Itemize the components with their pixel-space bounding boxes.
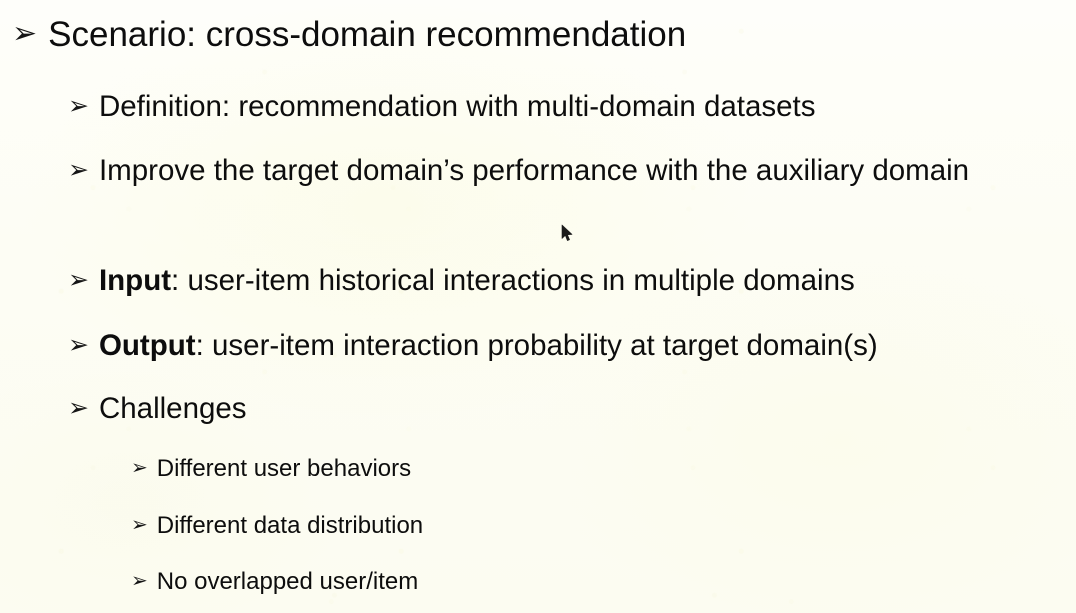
- bullet-text-no-overlapped-user-item: No overlapped user/item: [156, 568, 419, 595]
- bullet-text-challenges: Challenges: [98, 392, 247, 425]
- arrow-bullet-icon: ➢: [131, 570, 148, 592]
- bullet-text-definition: Definition: recommendation with multi-do…: [98, 90, 816, 123]
- bullet-item-different-data-distribution: ➢ Different data distribution: [131, 512, 1031, 540]
- bullet-item-different-user-behaviors: ➢ Different user behaviors: [131, 455, 1031, 483]
- bullet-item-improve: ➢ Improve the target domain’s performanc…: [68, 154, 1053, 189]
- bullet-label-output: Output: [98, 329, 196, 362]
- bullet-text-improve: Improve the target domain’s performance …: [98, 154, 970, 187]
- arrow-bullet-icon: ➢: [131, 514, 148, 536]
- bullet-item-definition: ➢ Definition: recommendation with multi-…: [68, 90, 1060, 125]
- arrow-bullet-icon: ➢: [12, 17, 38, 50]
- bullet-text-output: Output: user-item interaction probabilit…: [99, 329, 1060, 364]
- bullet-body-input: : user-item historical interactions in m…: [171, 264, 855, 297]
- bullet-text-different-data-distribution: Different data distribution: [156, 512, 424, 539]
- bullet-label-input: Input: [98, 264, 172, 297]
- bullet-text-scenario: Scenario: cross-domain recommendation: [48, 15, 687, 54]
- bullet-text-different-user-behaviors: Different user behaviors: [156, 455, 412, 482]
- arrow-bullet-icon: ➢: [68, 92, 89, 120]
- mouse-pointer-icon: [561, 224, 574, 243]
- bullet-item-no-overlapped-user-item: ➢ No overlapped user/item: [131, 568, 1031, 596]
- bullet-item-input: ➢ Input: user-item historical interactio…: [68, 264, 1060, 299]
- arrow-bullet-icon: ➢: [68, 394, 89, 422]
- arrow-bullet-icon: ➢: [68, 266, 89, 294]
- arrow-bullet-icon: ➢: [68, 156, 89, 184]
- arrow-bullet-icon: ➢: [131, 457, 148, 479]
- bullet-item-scenario: ➢ Scenario: cross-domain recommendation: [12, 14, 1062, 55]
- arrow-bullet-icon: ➢: [68, 331, 89, 359]
- bullet-item-output: ➢ Output: user-item interaction probabil…: [68, 329, 1060, 364]
- bullet-body-output: : user-item interaction probability at t…: [195, 329, 878, 362]
- bullet-item-challenges: ➢ Challenges: [68, 392, 1060, 427]
- bullet-text-input: Input: user-item historical interactions…: [99, 264, 1060, 299]
